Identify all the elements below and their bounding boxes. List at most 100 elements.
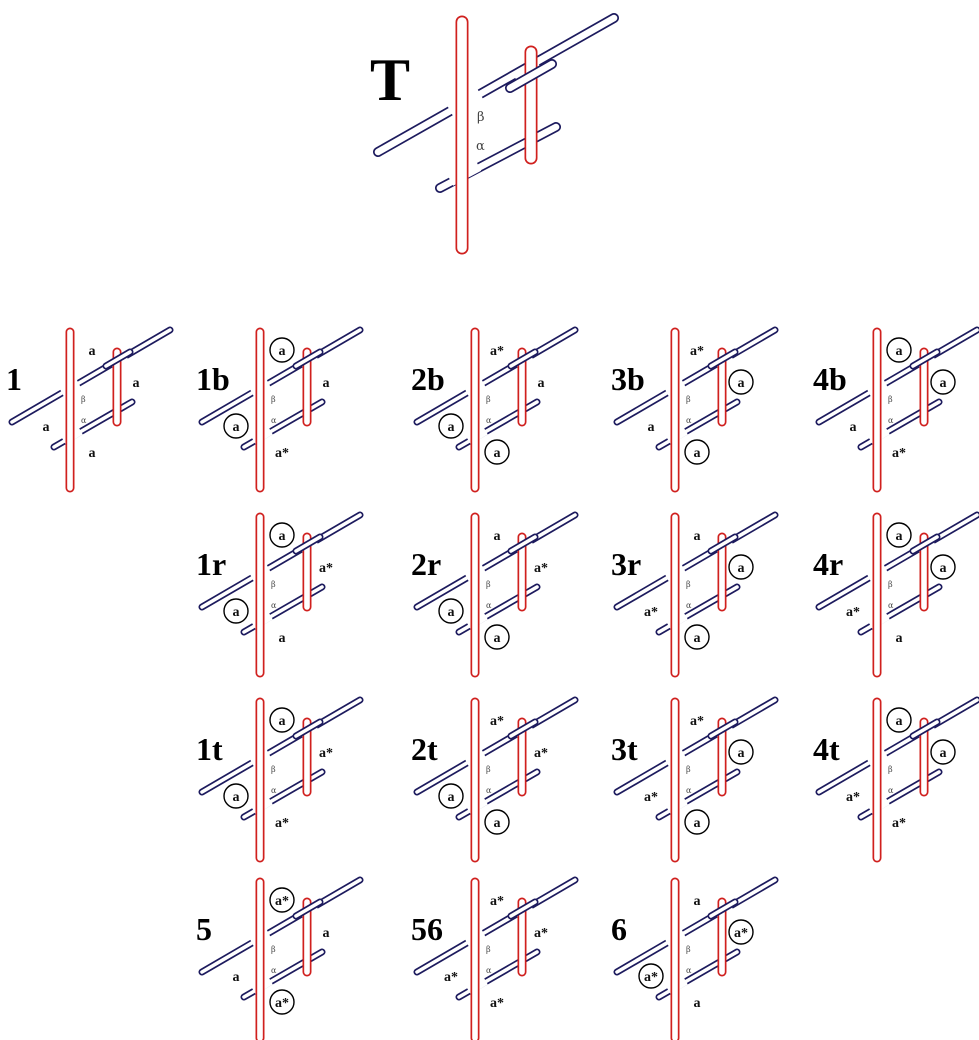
site-label-right: a	[538, 376, 545, 391]
panel-label: 6	[611, 911, 627, 947]
panel-alpha-label: α	[271, 601, 277, 610]
main-panel-T: Tβα	[370, 13, 619, 255]
site-circle-right	[728, 369, 754, 395]
panel-beta-label: β	[486, 765, 491, 774]
site-label-bottom: a*	[892, 446, 906, 461]
panel-upper-horizontal-rod-front	[292, 718, 324, 740]
panel-upper-horizontal-rod-front	[909, 533, 941, 555]
panel-upper-horizontal-rod-front	[292, 348, 324, 370]
panel-upper-horizontal-rod	[413, 511, 579, 611]
panel-alpha-label: α	[486, 601, 492, 610]
site-label-top: a*	[490, 894, 504, 909]
panel-alpha-label: α	[888, 601, 894, 610]
panel-upper-horizontal-rod	[613, 511, 779, 611]
site-circle-top	[886, 707, 912, 733]
site-label-right: a*	[319, 561, 333, 576]
site-circle-left	[438, 598, 464, 624]
site-label-top: a*	[690, 714, 704, 729]
site-label-top: a	[896, 344, 903, 359]
panel-upper-horizontal-rod	[198, 326, 364, 426]
site-label-bottom: a	[694, 816, 701, 831]
site-label-top: a	[494, 529, 501, 544]
panel-alpha-label: α	[686, 601, 692, 610]
site-label-bottom: a*	[275, 446, 289, 461]
panel-beta-label: β	[888, 765, 893, 774]
panel-upper-horizontal-rod-front	[507, 898, 539, 920]
site-label-bottom: a	[279, 631, 286, 646]
panel-beta-label: β	[271, 395, 276, 404]
panel-label: 3t	[611, 731, 638, 767]
panel-alpha-label: α	[686, 966, 692, 975]
site-label-right: a	[133, 376, 140, 391]
panel-alpha-label: α	[81, 416, 87, 425]
site-label-left: a*	[846, 790, 860, 805]
site-label-bottom: a	[896, 631, 903, 646]
panel-beta-label: β	[81, 395, 86, 404]
panel-beta-label: β	[271, 765, 276, 774]
site-circle-top	[886, 337, 912, 363]
panel-upper-horizontal-rod-front	[909, 718, 941, 740]
site-circle-left	[223, 783, 249, 809]
site-label-right: a*	[534, 926, 548, 941]
site-circle-bottom	[684, 624, 710, 650]
main-panel-label: T	[370, 47, 410, 113]
panel-alpha-label: α	[271, 416, 277, 425]
upper-horizontal-rod	[373, 13, 619, 157]
panel-beta-label: β	[686, 945, 691, 954]
panel-upper-horizontal-rod-front	[707, 718, 739, 740]
site-circle-right	[930, 369, 956, 395]
site-label-top: a*	[275, 894, 289, 909]
site-label-left: a	[233, 605, 240, 620]
site-label-left: a	[648, 420, 655, 435]
site-label-bottom: a	[694, 996, 701, 1011]
site-circle-bottom	[484, 439, 510, 465]
site-label-right: a	[323, 926, 330, 941]
site-circle-bottom	[684, 809, 710, 835]
panels-grid: 1βαaaaa1bβαaaaa*2bβαa*aaa3bβαa*aaa4bβαaa…	[6, 326, 979, 1040]
panel-alpha-label: α	[271, 786, 277, 795]
panel-upper-horizontal-rod	[198, 511, 364, 611]
site-label-right: a	[323, 376, 330, 391]
panel-upper-horizontal-rod-front	[292, 533, 324, 555]
panel-label: 3b	[611, 361, 645, 397]
panel-beta-label: β	[888, 395, 893, 404]
site-label-bottom: a*	[275, 996, 289, 1011]
site-label-left: a	[43, 420, 50, 435]
site-label-top: a	[694, 529, 701, 544]
panel-label: 1	[6, 361, 22, 397]
panel-label: 4r	[813, 546, 843, 582]
site-circle-bottom	[484, 624, 510, 650]
site-label-top: a	[279, 714, 286, 729]
panel-beta-label: β	[271, 580, 276, 589]
site-circle-top	[269, 337, 295, 363]
site-label-bottom: a	[694, 631, 701, 646]
site-circle-bottom	[484, 809, 510, 835]
panel-beta-label: β	[686, 580, 691, 589]
panel-upper-horizontal-rod	[413, 696, 579, 796]
panel-beta-label: β	[486, 395, 491, 404]
panel-upper-horizontal-rod	[413, 326, 579, 426]
site-circle-left	[223, 413, 249, 439]
site-label-top: a	[896, 714, 903, 729]
panel-upper-horizontal-rod	[8, 326, 174, 426]
site-label-top: a*	[490, 344, 504, 359]
panel-upper-horizontal-rod	[413, 876, 579, 976]
panel-alpha-label: α	[271, 966, 277, 975]
site-label-top: a*	[690, 344, 704, 359]
panel-label: 2t	[411, 731, 438, 767]
panel-label: 1b	[196, 361, 230, 397]
site-label-left: a*	[846, 605, 860, 620]
site-circle-right	[728, 919, 754, 945]
panel-upper-horizontal-rod-front	[707, 898, 739, 920]
site-label-left: a	[233, 970, 240, 985]
panel-label: 3r	[611, 546, 641, 582]
panel-label: 1r	[196, 546, 226, 582]
site-label-bottom: a*	[892, 816, 906, 831]
site-label-right: a*	[734, 926, 748, 941]
site-label-right: a	[738, 376, 745, 391]
